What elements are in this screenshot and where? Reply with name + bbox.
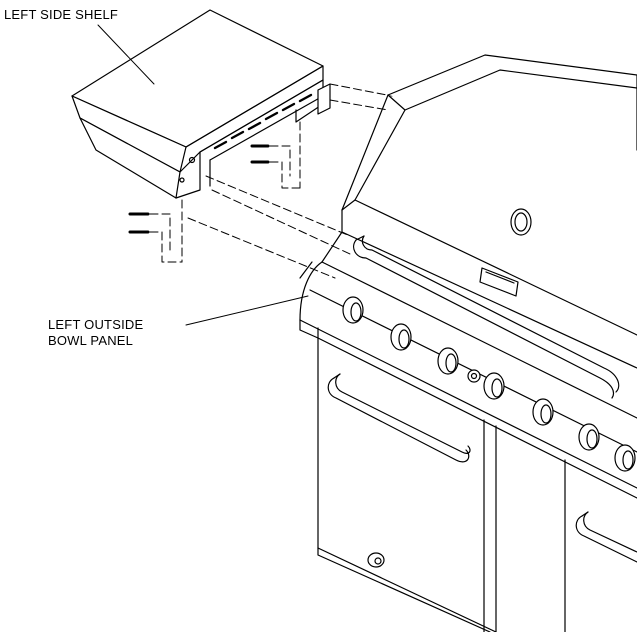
screw-icon [130,214,148,232]
knob-icon [391,324,411,350]
door-handle [576,512,637,562]
panel-label-line-2: BOWL PANEL [48,333,143,349]
igniter-button-icon [468,370,480,382]
left-side-shelf-label: LEFT SIDE SHELF [4,7,118,23]
left-outside-bowl-panel-label: LEFT OUTSIDE BOWL PANEL [48,317,143,349]
panel-leader-line [186,296,308,325]
panel-label-line-1: LEFT OUTSIDE [48,317,143,333]
screw-icon [252,146,268,162]
door-handle [328,374,470,462]
knob-icon [533,399,553,425]
control-knobs [343,297,635,471]
lid-emblem-icon [511,209,531,235]
knob-icon [343,297,363,323]
knob-icon [615,445,635,471]
knob-icon [484,373,504,399]
knob-icon [579,424,599,450]
lid-handle [354,236,619,398]
knob-icon [438,348,458,374]
grill-body [300,55,637,632]
caster-wheel-icon [368,553,384,567]
